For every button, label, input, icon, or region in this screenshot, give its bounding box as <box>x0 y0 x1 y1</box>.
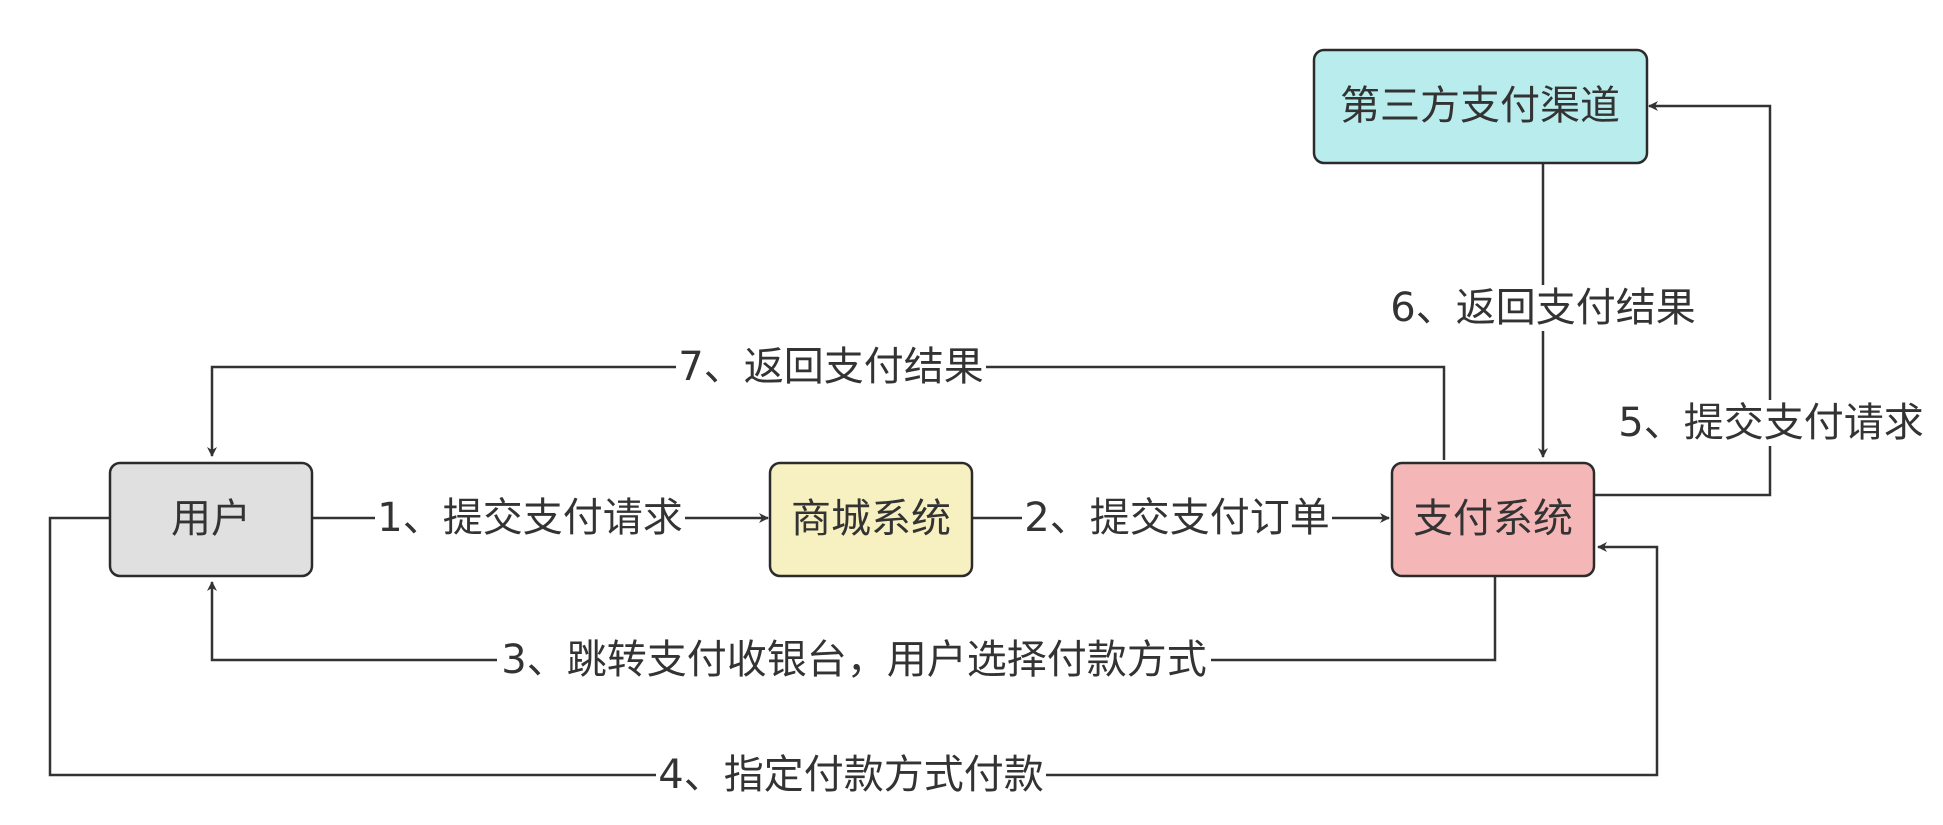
edge-e5-line <box>1593 101 1772 497</box>
edge-e2-label: 2、提交支付订单 <box>1024 495 1329 541</box>
node-user-box <box>108 461 314 578</box>
edge-e6-label: 6、返回支付结果 <box>1390 285 1695 331</box>
edge-e5 <box>1593 101 1772 497</box>
node-mall-box <box>768 461 974 578</box>
node-channel: 第三方支付渠道 <box>1312 48 1649 165</box>
edge-e7-label: 7、返回支付结果 <box>678 344 983 390</box>
edge-e1-label-group: 1、提交支付请求 <box>375 495 685 541</box>
edge-e4-label-group: 4、指定付款方式付款 <box>656 752 1046 798</box>
edge-e1-label: 1、提交支付请求 <box>377 495 682 541</box>
edge-e4-label: 4、指定付款方式付款 <box>658 752 1043 798</box>
edge-e7-label-group: 7、返回支付结果 <box>676 344 986 390</box>
node-mall-label: 商城系统 <box>791 496 951 542</box>
edge-e5-label-group: 5、提交支付请求 <box>1616 400 1926 446</box>
node-channel-box <box>1312 48 1649 165</box>
node-payment-box <box>1390 461 1596 578</box>
edge-e3-label: 3、跳转支付收银台，用户选择付款方式 <box>501 637 1206 683</box>
edge-e3-label-group: 3、跳转支付收银台，用户选择付款方式 <box>497 637 1211 683</box>
node-payment: 支付系统 <box>1390 461 1596 578</box>
edge-e5-label: 5、提交支付请求 <box>1618 400 1923 446</box>
node-user: 用户 <box>108 461 314 578</box>
node-mall: 商城系统 <box>768 461 974 578</box>
edge-e2-label-group: 2、提交支付订单 <box>1022 495 1332 541</box>
node-payment-label: 支付系统 <box>1413 496 1573 542</box>
edge-e6-label-group: 6、返回支付结果 <box>1388 285 1698 331</box>
node-user-label: 用户 <box>171 496 251 542</box>
node-channel-label: 第三方支付渠道 <box>1340 83 1620 129</box>
